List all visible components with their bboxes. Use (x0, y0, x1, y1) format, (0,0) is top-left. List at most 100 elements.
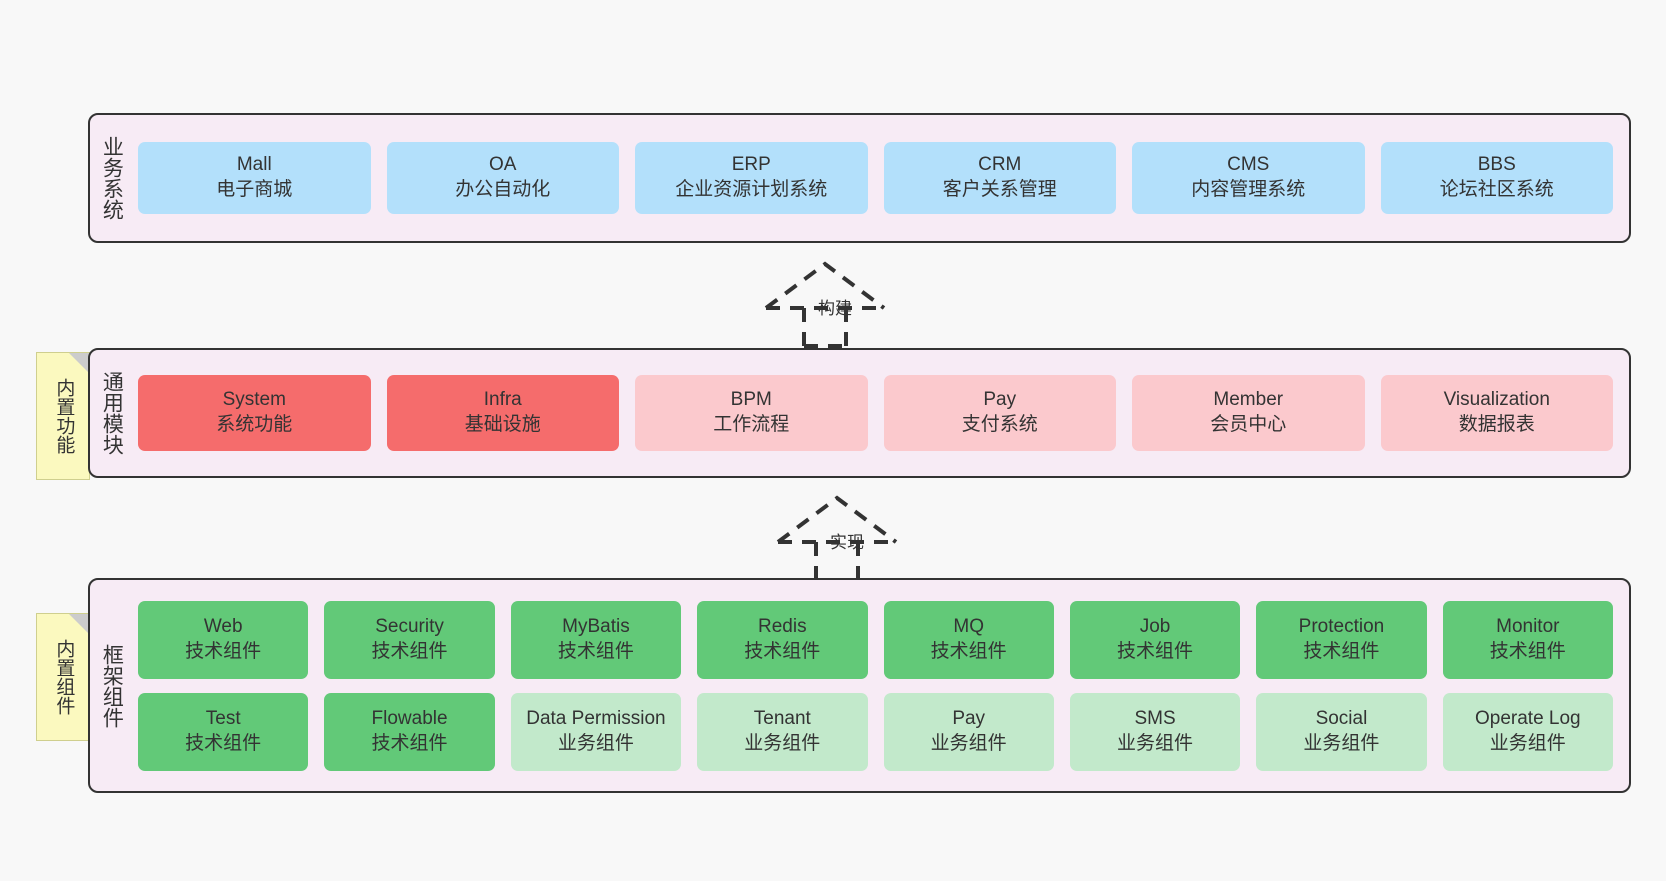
layer-business-systems: 业务系统 Mall 电子商城 OA 办公自动化 ERP 企业资源计划系统 CRM… (88, 113, 1631, 243)
module-card-subtitle: 支付系统 (961, 414, 1038, 435)
module-card-title: Visualization (1443, 389, 1550, 411)
component-card-title: Security (375, 615, 444, 637)
note-fold-icon (69, 353, 89, 373)
component-card-pay[interactable]: Pay 业务组件 (883, 692, 1054, 771)
module-card-title: ERP (731, 154, 771, 176)
component-card-security[interactable]: Security 技术组件 (324, 600, 495, 679)
component-card-redis[interactable]: Redis 技术组件 (697, 600, 868, 679)
module-card-title: CMS (1227, 154, 1270, 176)
module-card-title: System (222, 389, 286, 411)
component-card-title: Social (1315, 707, 1368, 729)
module-card-title: Mall (236, 154, 272, 176)
component-card-subtitle: 技术组件 (185, 640, 262, 662)
module-card-subtitle: 工作流程 (713, 414, 790, 435)
module-card-oa[interactable]: OA 办公自动化 (386, 142, 619, 214)
module-card-subtitle: 内容管理系统 (1191, 179, 1306, 200)
dashed-hollow-arrow-icon (776, 495, 898, 582)
dashed-hollow-arrow-icon (764, 261, 886, 348)
component-card-subtitle: 技术组件 (185, 732, 262, 754)
module-card-member[interactable]: Member 会员中心 (1132, 375, 1365, 451)
module-card-erp[interactable]: ERP 企业资源计划系统 (635, 142, 868, 214)
module-card-mall[interactable]: Mall 电子商城 (138, 142, 371, 214)
sticky-note-builtin-features: 内置功能 (36, 352, 90, 480)
module-card-subtitle: 办公自动化 (455, 179, 551, 200)
component-card-title: Pay (952, 707, 986, 729)
layer-framework-components: 框架组件 Web 技术组件 Security 技术组件 MyBatis 技术组件… (88, 578, 1631, 793)
module-card-title: OA (489, 154, 517, 176)
component-card-subtitle: 技术组件 (371, 732, 448, 754)
layer-body-business: Mall 电子商城 OA 办公自动化 ERP 企业资源计划系统 CRM 客户关系… (132, 115, 1629, 241)
component-card-operate-log[interactable]: Operate Log 业务组件 (1442, 692, 1613, 771)
component-card-title: Monitor (1496, 615, 1560, 637)
sticky-note-builtin-components: 内置组件 (36, 613, 90, 741)
module-card-title: Member (1213, 389, 1284, 411)
component-card-subtitle: 技术组件 (1117, 640, 1194, 662)
component-card-title: Tenant (753, 707, 811, 729)
layer-common-modules: 通用模块 System 系统功能 Infra 基础设施 BPM 工作流程 Pay… (88, 348, 1631, 478)
component-card-title: Test (205, 707, 241, 729)
component-card-job[interactable]: Job 技术组件 (1069, 600, 1241, 679)
module-card-subtitle: 基础设施 (464, 414, 541, 435)
module-card-visualization[interactable]: Visualization 数据报表 (1380, 375, 1613, 451)
module-card-title: Infra (483, 389, 522, 411)
module-card-title: Pay (983, 389, 1017, 411)
component-card-title: Flowable (371, 707, 448, 729)
component-card-subtitle: 业务组件 (1303, 732, 1380, 754)
layer-body-common: System 系统功能 Infra 基础设施 BPM 工作流程 Pay 支付系统… (132, 350, 1629, 476)
sticky-note-label: 内置功能 (53, 378, 75, 454)
component-card-subtitle: 技术组件 (930, 640, 1007, 662)
layer-body-framework: Web 技术组件 Security 技术组件 MyBatis 技术组件 Redi… (132, 580, 1629, 791)
component-card-title: Web (203, 615, 243, 637)
component-card-subtitle: 技术组件 (1303, 640, 1380, 662)
module-card-bbs[interactable]: BBS 论坛社区系统 (1380, 142, 1613, 214)
sticky-note-label: 内置组件 (53, 639, 75, 715)
note-fold-icon (69, 614, 89, 634)
module-card-pay[interactable]: Pay 支付系统 (883, 375, 1116, 451)
component-card-subtitle: 业务组件 (744, 732, 821, 754)
component-card-mq[interactable]: MQ 技术组件 (883, 600, 1054, 679)
component-card-subtitle: 技术组件 (557, 640, 634, 662)
module-card-cms[interactable]: CMS 内容管理系统 (1132, 142, 1365, 214)
component-card-flowable[interactable]: Flowable 技术组件 (324, 692, 495, 771)
arrow-label-implement: 实现 (830, 533, 864, 552)
component-card-web[interactable]: Web 技术组件 (138, 600, 309, 679)
component-card-title: Job (1139, 615, 1171, 637)
component-card-subtitle: 业务组件 (930, 732, 1007, 754)
component-card-subtitle: 技术组件 (1489, 640, 1566, 662)
module-card-bpm[interactable]: BPM 工作流程 (635, 375, 868, 451)
module-card-subtitle: 企业资源计划系统 (675, 179, 828, 200)
arrow-label-build: 构建 (818, 299, 852, 318)
component-card-protection[interactable]: Protection 技术组件 (1256, 600, 1427, 679)
component-card-title: Redis (758, 615, 807, 637)
component-card-title: Protection (1298, 615, 1385, 637)
layer-row: Mall 电子商城 OA 办公自动化 ERP 企业资源计划系统 CRM 客户关系… (138, 142, 1613, 214)
component-card-title: MyBatis (562, 615, 630, 637)
layer-title-business: 业务系统 (100, 136, 124, 220)
component-card-test[interactable]: Test 技术组件 (138, 692, 309, 771)
component-card-title: MQ (953, 615, 984, 637)
component-card-tenant[interactable]: Tenant 业务组件 (697, 692, 868, 771)
arrow-implement: 实现 (768, 492, 948, 582)
module-card-subtitle: 论坛社区系统 (1439, 179, 1554, 200)
layer-row: System 系统功能 Infra 基础设施 BPM 工作流程 Pay 支付系统… (138, 375, 1613, 451)
module-card-subtitle: 会员中心 (1210, 414, 1287, 435)
component-card-subtitle: 业务组件 (1489, 732, 1566, 754)
layer-title-framework: 框架组件 (100, 643, 124, 728)
module-card-infra[interactable]: Infra 基础设施 (386, 375, 619, 451)
module-card-title: CRM (978, 154, 1022, 176)
arrow-build: 构建 (756, 258, 936, 348)
layer-row: Test 技术组件 Flowable 技术组件 Data Permission … (138, 692, 1613, 771)
component-card-sms[interactable]: SMS 业务组件 (1069, 692, 1241, 771)
module-card-subtitle: 客户关系管理 (942, 179, 1057, 200)
layer-title-common: 通用模块 (100, 371, 124, 455)
component-card-data-permission[interactable]: Data Permission 业务组件 (510, 692, 682, 771)
module-card-crm[interactable]: CRM 客户关系管理 (883, 142, 1116, 214)
component-card-social[interactable]: Social 业务组件 (1256, 692, 1427, 771)
module-card-subtitle: 系统功能 (216, 414, 293, 435)
component-card-subtitle: 技术组件 (744, 640, 821, 662)
component-card-subtitle: 业务组件 (1117, 732, 1194, 754)
component-card-monitor[interactable]: Monitor 技术组件 (1442, 600, 1613, 679)
component-card-mybatis[interactable]: MyBatis 技术组件 (510, 600, 682, 679)
module-card-system[interactable]: System 系统功能 (138, 375, 371, 451)
